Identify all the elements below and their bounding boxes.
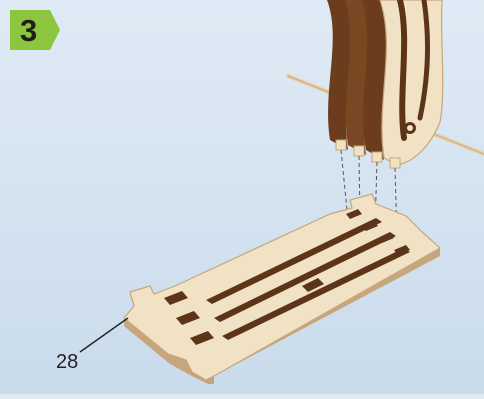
curved-upper-assembly: [327, 0, 443, 168]
part-28-leader: [80, 318, 128, 352]
step-number: 3: [20, 11, 37, 51]
step-badge: 3: [10, 10, 60, 50]
part-label-28: 28: [56, 351, 78, 374]
